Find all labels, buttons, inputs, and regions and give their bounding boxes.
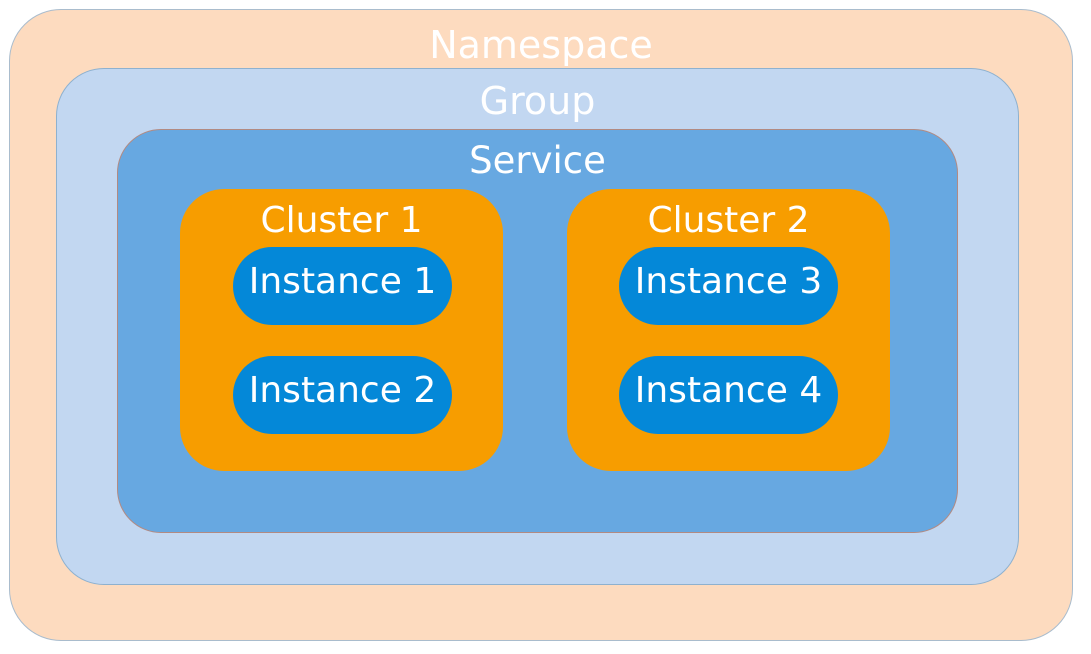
instance-2-label: Instance 2 <box>248 370 437 411</box>
cluster-2-label: Cluster 2 <box>647 200 810 241</box>
instance-4-pill: Instance 4 <box>619 356 838 434</box>
instance-3-label: Instance 3 <box>634 261 823 302</box>
instance-4-label: Instance 4 <box>634 370 823 411</box>
group-label: Group <box>479 79 596 123</box>
instance-2-pill: Instance 2 <box>233 356 452 434</box>
instance-1-pill: Instance 1 <box>233 247 452 325</box>
namespace-label: Namespace <box>429 23 653 67</box>
service-label: Service <box>469 139 606 182</box>
instance-3-pill: Instance 3 <box>619 247 838 325</box>
instance-1-label: Instance 1 <box>248 261 437 302</box>
cluster-1-label: Cluster 1 <box>260 200 423 241</box>
